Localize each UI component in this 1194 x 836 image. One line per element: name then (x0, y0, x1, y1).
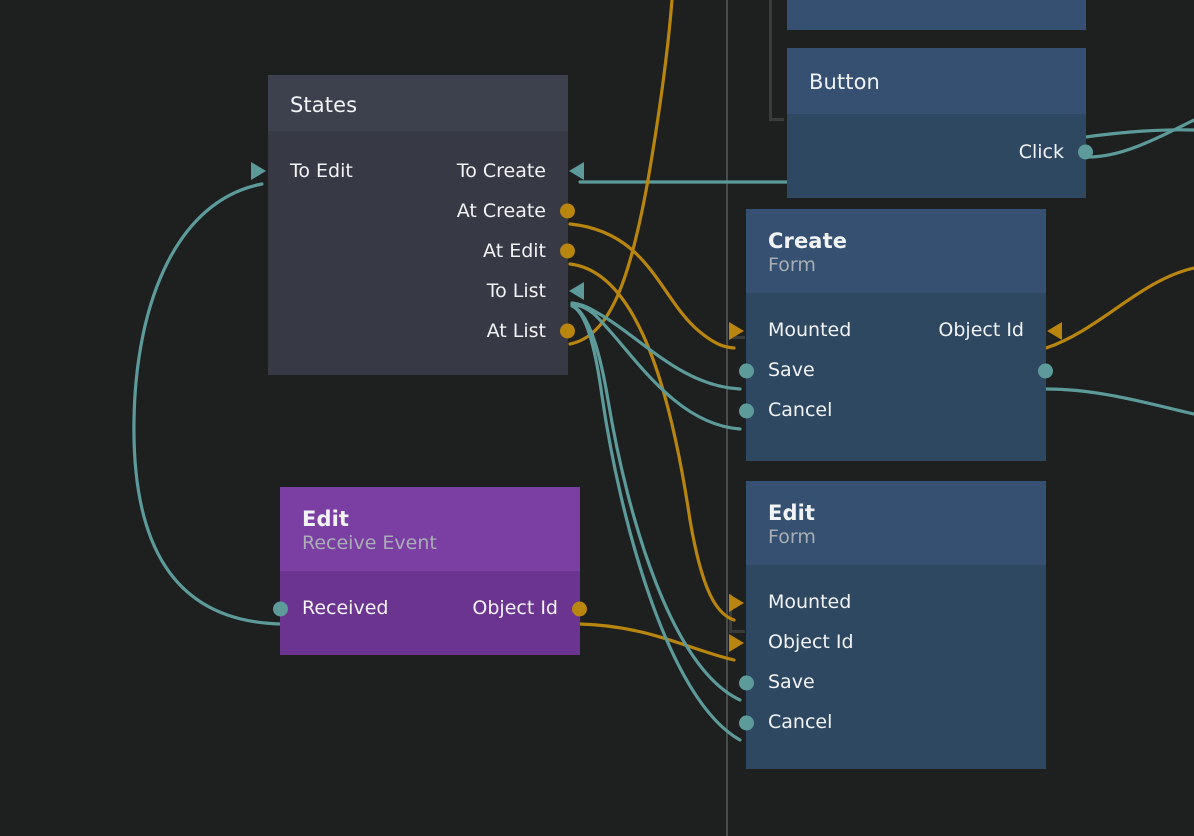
port-row-states-to-edit[interactable]: To Edit To Create (251, 151, 584, 191)
port-label-edit-save: Save (768, 671, 815, 694)
edit-mounted-input-arrow-icon[interactable] (729, 593, 744, 612)
node-create-form[interactable]: Create Form Mounted Object Id Save (729, 209, 1062, 461)
node-edit-receive-event-header: Edit Receive Event (280, 487, 580, 571)
port-label-edit-object-id: Object Id (768, 631, 854, 654)
port-label-create-cancel: Cancel (768, 399, 833, 422)
at-create-output-dot-icon[interactable] (560, 203, 575, 219)
port-row-states-to-list[interactable]: To List (268, 271, 584, 311)
node-edit-receive-event-body: Received Object Id (273, 570, 587, 655)
node-button-header: Button (787, 48, 1086, 115)
received-input-dot-icon[interactable] (273, 601, 288, 617)
edit-save-input-dot-icon[interactable] (739, 675, 754, 691)
port-label-to-list: To List (486, 279, 546, 302)
port-row-edit-save[interactable]: Save (739, 663, 1046, 703)
group-frame-bracket-top-vertical (769, 0, 772, 121)
port-row-button-click[interactable]: Click (787, 132, 1093, 172)
node-states-title: States (290, 93, 358, 117)
port-label-create-save: Save (768, 359, 815, 382)
create-save-output-dot-icon[interactable] (1038, 363, 1053, 379)
port-label-create-mounted: Mounted (768, 319, 852, 342)
node-button-body: Click (787, 114, 1093, 199)
node-edit-form-body: Mounted Object Id Save Cancel (729, 564, 1046, 769)
node-create-form-body: Mounted Object Id Save Cancel (729, 292, 1062, 461)
port-label-edit-cancel: Cancel (768, 711, 833, 734)
at-edit-output-dot-icon[interactable] (560, 243, 575, 259)
port-row-received[interactable]: Received Object Id (273, 589, 587, 629)
port-row-edit-object-id[interactable]: Object Id (729, 623, 1046, 663)
node-edit-form-subtitle: Form (768, 526, 816, 549)
port-label-receive-object-id: Object Id (472, 597, 558, 620)
to-create-output-arrow-icon[interactable] (569, 162, 584, 181)
node-edit-receive-event[interactable]: Edit Receive Event Received Object Id (273, 487, 587, 655)
edit-object-id-input-arrow-icon[interactable] (729, 633, 744, 652)
node-edit-form-header: Edit Form (746, 481, 1046, 565)
port-row-create-mounted[interactable]: Mounted Object Id (729, 311, 1062, 351)
port-label-received: Received (302, 597, 389, 620)
to-edit-input-arrow-icon[interactable] (251, 162, 266, 181)
create-save-input-dot-icon[interactable] (739, 363, 754, 379)
group-frame-bracket-top-horizontal (769, 118, 784, 121)
node-edit-receive-event-title: Edit (302, 507, 350, 531)
node-states[interactable]: States To Edit To Create At Create (251, 75, 584, 376)
port-label-edit-mounted: Mounted (768, 591, 852, 614)
edit-cancel-input-dot-icon[interactable] (739, 715, 754, 731)
node-states-body: To Edit To Create At Create At Edit (251, 131, 584, 376)
port-row-create-save[interactable]: Save (739, 351, 1053, 391)
port-label-click: Click (1018, 140, 1064, 163)
receive-object-id-output-dot-icon[interactable] (572, 601, 587, 617)
port-row-edit-mounted[interactable]: Mounted (729, 583, 1046, 623)
node-button[interactable]: Button Click (787, 48, 1093, 199)
create-mounted-input-arrow-icon[interactable] (729, 321, 744, 340)
node-partial-above-button[interactable] (787, 0, 1086, 30)
node-partial-header (787, 0, 1086, 30)
at-list-output-dot-icon[interactable] (560, 323, 575, 339)
port-label-to-create: To Create (456, 159, 546, 182)
port-label-create-object-id: Object Id (938, 319, 1024, 342)
port-label-at-edit: At Edit (483, 239, 546, 262)
port-row-states-at-list[interactable]: At List (268, 311, 575, 351)
node-create-form-title: Create (768, 229, 848, 253)
node-edit-form[interactable]: Edit Form Mounted Object Id Save (729, 481, 1046, 769)
port-label-to-edit: To Edit (290, 159, 353, 182)
node-create-form-header: Create Form (746, 209, 1046, 293)
port-row-edit-cancel[interactable]: Cancel (739, 703, 1046, 743)
to-list-input-arrow-icon[interactable] (569, 282, 584, 301)
port-row-states-at-edit[interactable]: At Edit (268, 231, 575, 271)
node-edit-receive-event-subtitle: Receive Event (302, 532, 437, 555)
node-edit-form-title: Edit (768, 501, 816, 525)
port-row-create-cancel[interactable]: Cancel (739, 391, 1046, 431)
node-states-header: States (268, 75, 568, 132)
node-create-form-subtitle: Form (768, 254, 816, 277)
create-cancel-input-dot-icon[interactable] (739, 403, 754, 419)
port-label-at-create: At Create (456, 199, 546, 222)
create-object-id-input-arrow-icon[interactable] (1047, 321, 1062, 340)
port-row-states-at-create[interactable]: At Create (268, 191, 575, 231)
click-output-dot-icon[interactable] (1078, 144, 1093, 160)
node-button-title: Button (809, 70, 880, 94)
port-label-at-list: At List (486, 319, 546, 342)
